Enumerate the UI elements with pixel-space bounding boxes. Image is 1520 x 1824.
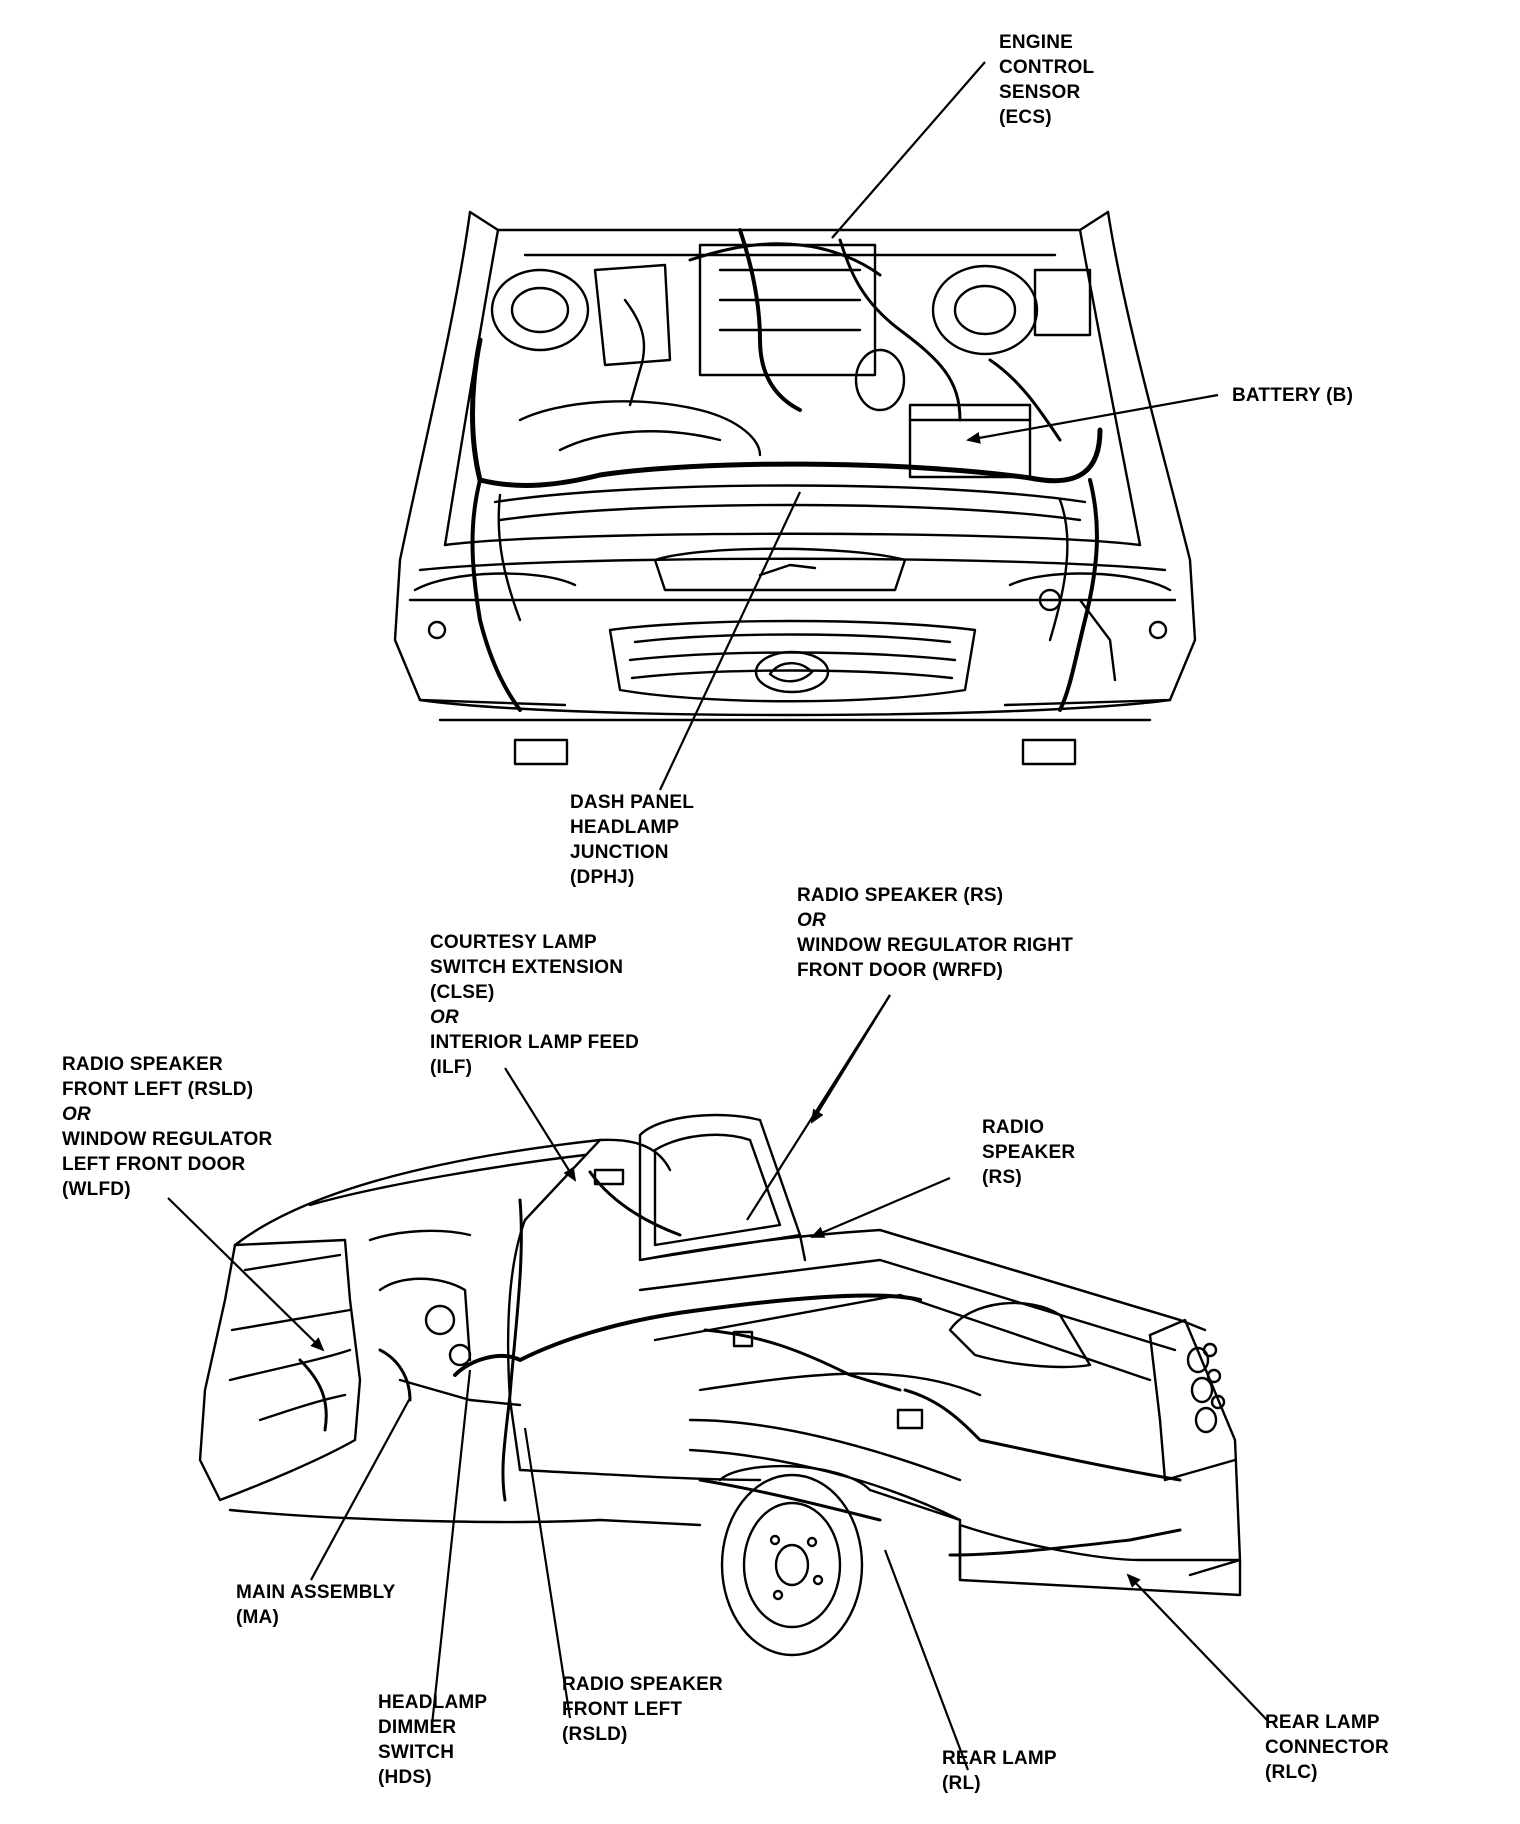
label-line: (RLC): [1265, 1762, 1318, 1783]
label-dash-panel-headlamp-junction: DASH PANEL HEADLAMP JUNCTION (DPHJ): [570, 790, 694, 890]
label-line: LEFT FRONT DOOR: [62, 1154, 246, 1175]
label-line: (ILF): [430, 1057, 473, 1078]
label-battery: BATTERY (B): [1232, 383, 1353, 408]
label-headlamp-dimmer-switch: HEADLAMP DIMMER SWITCH (HDS): [378, 1690, 487, 1790]
leader-ecs: [831, 61, 986, 239]
label-line: (DPHJ): [570, 867, 635, 888]
label-line: REAR LAMP: [942, 1748, 1057, 1769]
pickup-truck-illustration: [198, 1113, 1242, 1657]
label-line: FRONT LEFT: [562, 1699, 683, 1720]
label-line: REAR LAMP: [1265, 1712, 1380, 1733]
label-line: RADIO SPEAKER: [562, 1674, 723, 1695]
label-line: HEADLAMP: [570, 817, 680, 838]
label-rear-lamp: REAR LAMP (RL): [942, 1746, 1057, 1796]
label-or: OR: [62, 1104, 91, 1125]
label-line: INTERIOR LAMP FEED: [430, 1032, 640, 1053]
label-line: SWITCH EXTENSION: [430, 957, 624, 978]
leader-battery: [966, 393, 1219, 444]
label-line: DIMMER: [378, 1717, 457, 1738]
leader-rl: [883, 1549, 970, 1771]
label-line: (RSLD): [562, 1724, 628, 1745]
label-or: OR: [797, 910, 826, 931]
label-line: SENSOR: [999, 82, 1081, 103]
leader-ma: [310, 1397, 411, 1581]
label-engine-control-sensor: ENGINE CONTROL SENSOR (ECS): [999, 30, 1094, 130]
label-line: ENGINE: [999, 32, 1074, 53]
label-line: HEADLAMP: [378, 1692, 488, 1713]
label-line: FRONT LEFT (RSLD): [62, 1079, 254, 1100]
label-line: COURTESY LAMP: [430, 932, 597, 953]
leader-dphj: [659, 491, 801, 791]
label-line: CONNECTOR: [1265, 1737, 1389, 1758]
label-line: (ECS): [999, 107, 1052, 128]
label-line: (HDS): [378, 1767, 432, 1788]
label-line: (RS): [982, 1167, 1022, 1188]
label-line: WINDOW REGULATOR: [62, 1129, 273, 1150]
label-rear-lamp-connector: REAR LAMP CONNECTOR (RLC): [1265, 1710, 1389, 1785]
label-line: (WLFD): [62, 1179, 131, 1200]
label-line: (MA): [236, 1607, 280, 1628]
label-line: CONTROL: [999, 57, 1095, 78]
label-line: SWITCH: [378, 1742, 455, 1763]
label-line: BATTERY (B): [1232, 385, 1354, 406]
label-line: RADIO: [982, 1117, 1045, 1138]
label-radio-speaker-or-window-regulator-right: RADIO SPEAKER (RS) OR WINDOW REGULATOR R…: [797, 883, 1073, 983]
label-line: FRONT DOOR (WRFD): [797, 960, 1004, 981]
label-line: DASH PANEL: [570, 792, 695, 813]
label-line: MAIN ASSEMBLY: [236, 1582, 396, 1603]
callout-leader-lines: [167, 61, 1268, 1771]
label-radio-speaker-front-left-or-window-regulator-left: RADIO SPEAKER FRONT LEFT (RSLD) OR WINDO…: [62, 1052, 272, 1202]
label-line: JUNCTION: [570, 842, 669, 863]
label-courtesy-lamp-or-interior-lamp-feed: COURTESY LAMP SWITCH EXTENSION (CLSE) OR…: [430, 930, 639, 1080]
leader-wlfd: [167, 1197, 325, 1352]
leader-rlc: [1126, 1573, 1268, 1721]
label-line: RADIO SPEAKER (RS): [797, 885, 1004, 906]
label-main-assembly: MAIN ASSEMBLY (MA): [236, 1580, 396, 1630]
label-line: SPEAKER: [982, 1142, 1076, 1163]
label-line: RADIO SPEAKER: [62, 1054, 223, 1075]
label-or: OR: [430, 1007, 459, 1028]
leader-clse: [504, 1067, 577, 1182]
leader-rs: [810, 1176, 951, 1239]
label-radio-speaker-rs: RADIO SPEAKER (RS): [982, 1115, 1075, 1190]
leader-wrfd-b: [810, 994, 891, 1124]
label-line: (CLSE): [430, 982, 495, 1003]
engine-bay-illustration: [393, 210, 1197, 766]
label-line: WINDOW REGULATOR RIGHT: [797, 935, 1074, 956]
leader-rsld: [523, 1427, 572, 1719]
label-line: (RL): [942, 1773, 981, 1794]
leader-hds: [430, 1369, 472, 1726]
label-radio-speaker-front-left: RADIO SPEAKER FRONT LEFT (RSLD): [562, 1672, 723, 1747]
